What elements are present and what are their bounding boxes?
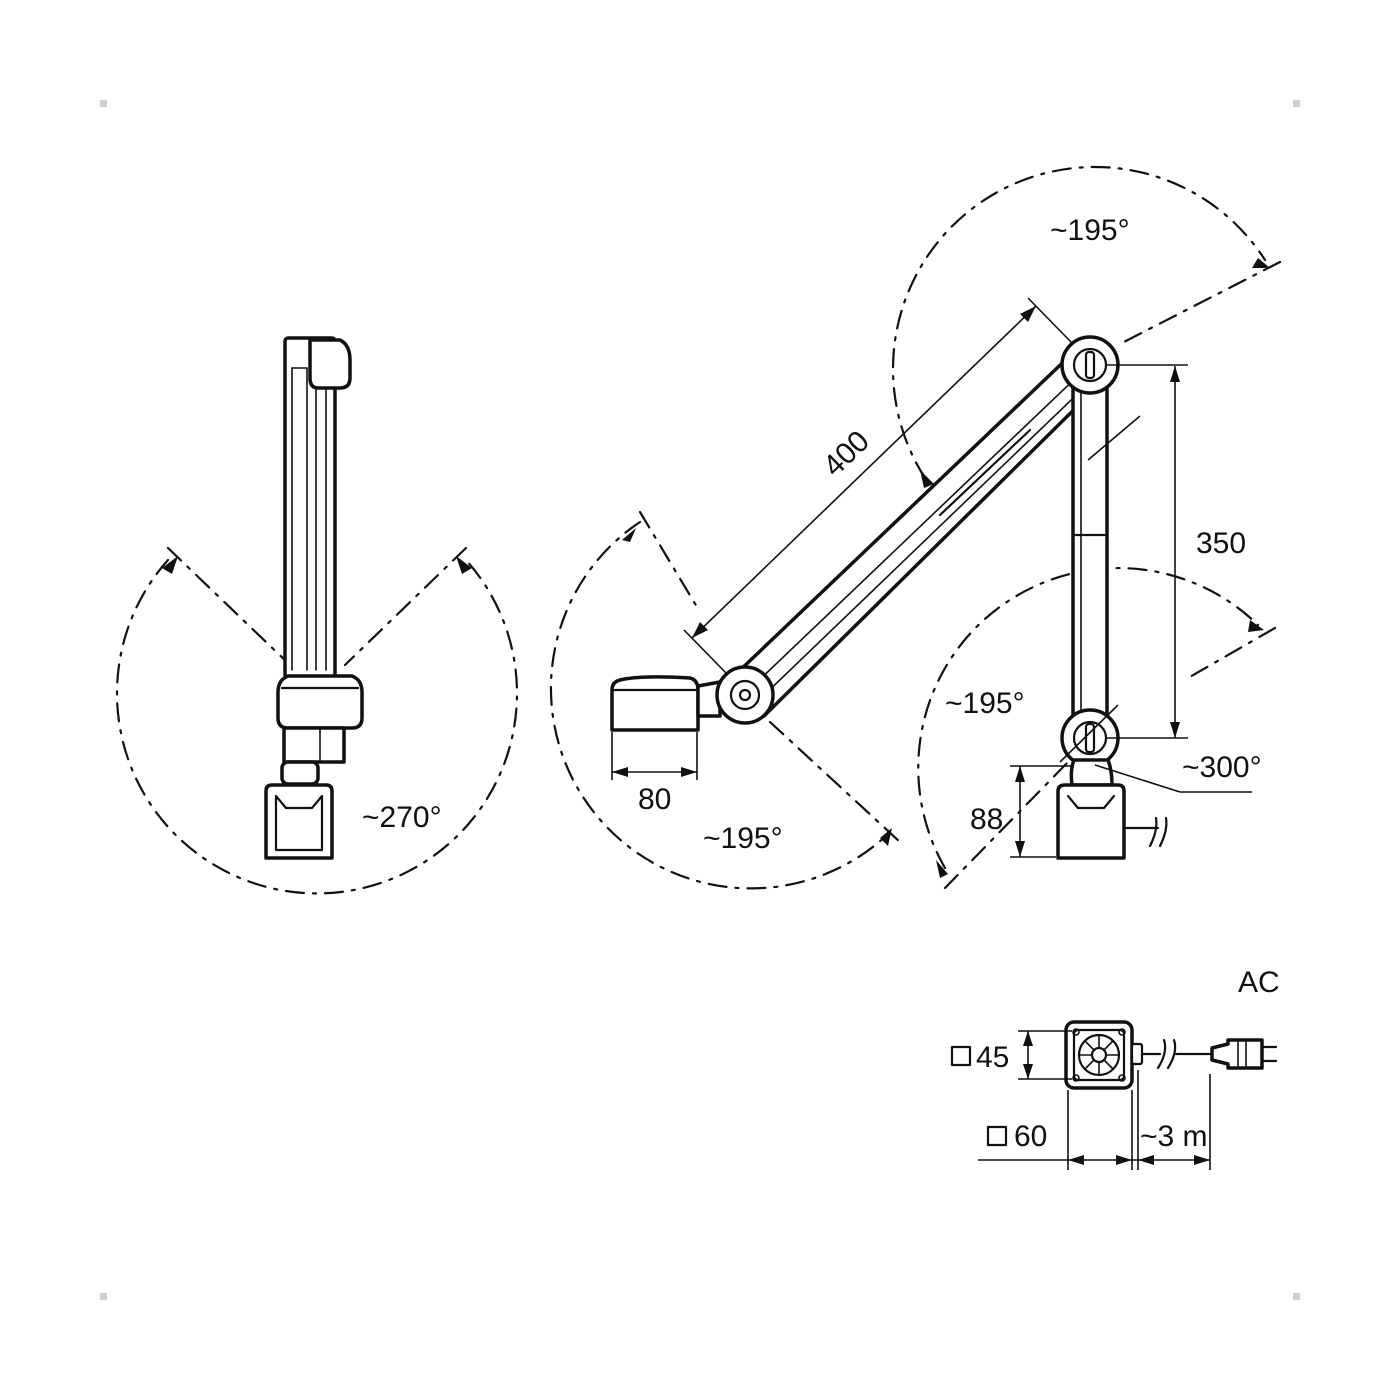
side-connector <box>280 760 320 786</box>
dim-400-arrow-low <box>692 622 708 638</box>
dim-350-arrow-bottom <box>1170 722 1180 738</box>
dim-400-ext-low <box>683 629 729 676</box>
dim-300-leader <box>1094 764 1181 793</box>
base-rotation-label: ~195° <box>703 822 783 855</box>
top-joint-slot <box>1084 350 1096 380</box>
side-rotation-ray-left <box>166 546 292 667</box>
top-rotation-label: ~195° <box>1050 214 1130 247</box>
ac-detail: AC <box>950 966 1280 1170</box>
side-neck <box>282 726 346 764</box>
base-rotation-ray-up <box>638 510 702 614</box>
base-rotation-arc <box>549 520 889 890</box>
side-rotation-arrow-right <box>456 556 472 574</box>
dim-88-label: 88 <box>970 803 1003 836</box>
corner-mark-top-right <box>1293 100 1300 107</box>
ac-screw-tl <box>1072 1028 1080 1036</box>
top-rotation-arrow-right <box>1252 258 1270 268</box>
dim-400-arrow-high <box>1020 306 1036 322</box>
ac-plug <box>1210 1038 1264 1070</box>
side-top-joint <box>308 338 352 390</box>
base-rotation-arrow-up <box>622 528 636 542</box>
side-rotation-arrow-left <box>162 556 178 574</box>
dim-60-arrow-left <box>1068 1155 1084 1165</box>
corner-marks <box>100 100 1300 1300</box>
base-rotation-ray-down <box>768 720 902 844</box>
ac-cable-break <box>1156 1038 1177 1070</box>
square-symbol-45 <box>950 1045 972 1067</box>
side-rotation-ray-right <box>343 546 468 667</box>
mid-rotation-arrow-down <box>936 860 948 878</box>
top-rotation-arrow-down <box>920 470 934 488</box>
dim-400-label: 400 <box>817 425 876 484</box>
dim-350-label: 350 <box>1196 527 1246 560</box>
dim-60-arrow-right <box>1116 1155 1132 1165</box>
mid-rotation-arc <box>917 566 1260 870</box>
bottom-joint-slot <box>1084 722 1096 754</box>
vertical-arm <box>1071 370 1109 736</box>
dim-80-arrow-right <box>681 767 697 777</box>
side-socket-pocket <box>274 794 324 852</box>
corner-mark-top-left <box>100 100 107 107</box>
diagonal-arm-groove-2 <box>759 379 1093 700</box>
front-base-neck <box>696 680 722 718</box>
dim-300-tick <box>1059 704 1119 763</box>
dim-60-label: 60 <box>1014 1120 1047 1153</box>
diagonal-arm <box>734 348 1106 718</box>
side-base-housing <box>276 674 364 730</box>
dim-45-arrow-top <box>1023 1031 1033 1046</box>
lower-pivot-core <box>738 688 752 702</box>
dim-300-ext <box>1087 415 1141 461</box>
dim-88-arrow-bottom <box>1015 841 1025 857</box>
top-rotation-arc <box>891 165 1267 480</box>
diagonal-arm-groove-1 <box>753 371 1083 686</box>
corner-mark-bottom-right <box>1293 1293 1300 1300</box>
side-view: ~270° <box>115 336 519 895</box>
ac-title: AC <box>1238 966 1280 999</box>
mid-rotation-arrow-right <box>1248 620 1264 632</box>
right-socket-pocket <box>1066 794 1116 810</box>
front-base-housing <box>610 675 700 732</box>
ac-strain-relief <box>1130 1042 1144 1066</box>
dim-400-line <box>691 305 1037 639</box>
dim-80-label: 80 <box>638 783 671 816</box>
mid-rotation-ray <box>1186 626 1277 680</box>
dim-350-arrow-top <box>1170 366 1180 382</box>
right-cable-break <box>1148 816 1168 848</box>
ac-fan-blades <box>1078 1034 1120 1076</box>
dim-45-label: 45 <box>976 1041 1009 1074</box>
dim-300-label: ~300° <box>1182 751 1262 784</box>
base-rotation-arrow-down <box>880 828 892 846</box>
dim-3m-label: ~3 m <box>1140 1120 1208 1153</box>
top-rotation-ray <box>1116 260 1282 347</box>
mid-rotation-ray-lower <box>943 758 1072 890</box>
mid-rotation-label: ~195° <box>945 687 1025 720</box>
ac-screw-br <box>1118 1074 1126 1082</box>
dim-400-ext-high <box>1027 297 1073 344</box>
lower-pivot-inner <box>729 679 761 711</box>
side-rotation-arc <box>115 558 519 895</box>
ac-screw-tr <box>1118 1028 1126 1036</box>
ac-screw-bl <box>1072 1074 1080 1082</box>
dim-3m-arrow-left <box>1138 1155 1154 1165</box>
diagonal-arm-center <box>938 428 1032 517</box>
front-view: ~195° ~195° ~195° <box>549 165 1282 890</box>
side-rotation-label: ~270° <box>362 801 442 834</box>
right-base-neck <box>1069 758 1114 787</box>
corner-mark-bottom-left <box>100 1293 107 1300</box>
dim-80-arrow-left <box>612 767 628 777</box>
square-symbol-60 <box>986 1125 1008 1147</box>
dim-3m-arrow-right <box>1194 1155 1210 1165</box>
dim-45-arrow-bottom <box>1023 1064 1033 1079</box>
dim-88-arrow-top <box>1015 766 1025 782</box>
